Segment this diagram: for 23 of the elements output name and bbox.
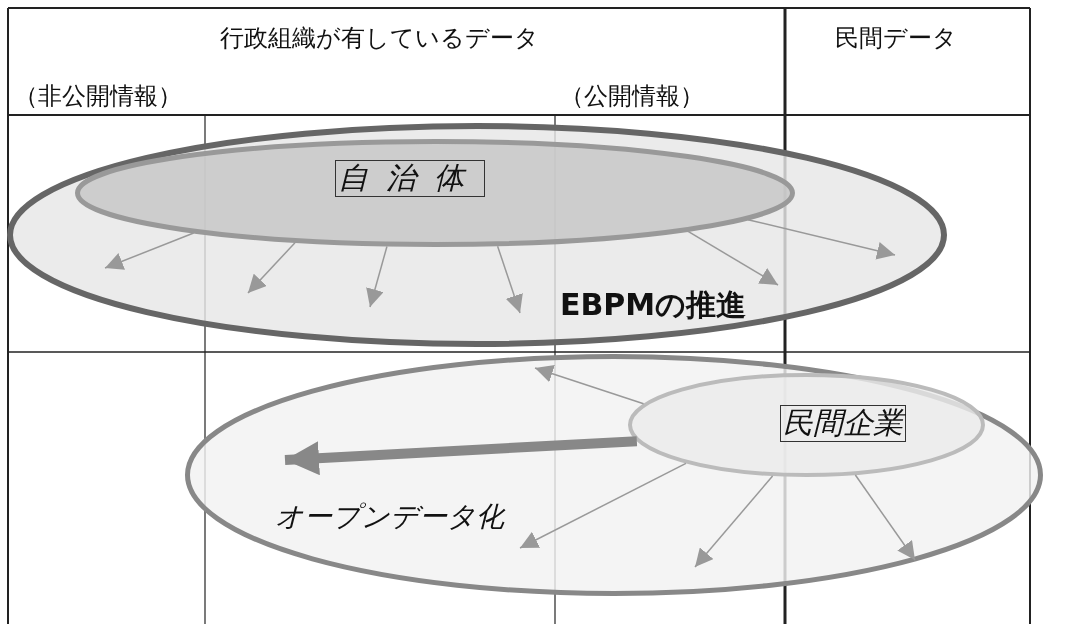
scope-ellipse bbox=[628, 373, 985, 477]
scope-ellipse bbox=[75, 139, 795, 247]
arrow bbox=[496, 245, 523, 314]
arrow bbox=[519, 462, 687, 549]
arrow bbox=[694, 475, 774, 568]
arrow bbox=[747, 218, 896, 260]
region-label: 民間企業 bbox=[780, 405, 906, 442]
region-label: 自治体 bbox=[335, 160, 485, 197]
region-label: オープンデータ化 bbox=[275, 499, 504, 535]
scope-ellipse bbox=[7, 123, 947, 347]
thick-arrow bbox=[284, 436, 638, 476]
arrow bbox=[687, 230, 779, 286]
column-subheader: （非公開情報） bbox=[14, 81, 182, 112]
column-subheader: （公開情報） bbox=[560, 81, 704, 112]
arrow bbox=[247, 242, 296, 294]
column-header: 行政組織が有しているデータ bbox=[220, 23, 539, 54]
arrow bbox=[366, 245, 388, 308]
arrow bbox=[854, 474, 916, 561]
column-header: 民間データ bbox=[835, 23, 957, 54]
scope-ellipse bbox=[185, 354, 1043, 596]
region-label: EBPMの推進 bbox=[560, 286, 747, 324]
arrow bbox=[104, 232, 195, 270]
arrow bbox=[534, 365, 645, 405]
